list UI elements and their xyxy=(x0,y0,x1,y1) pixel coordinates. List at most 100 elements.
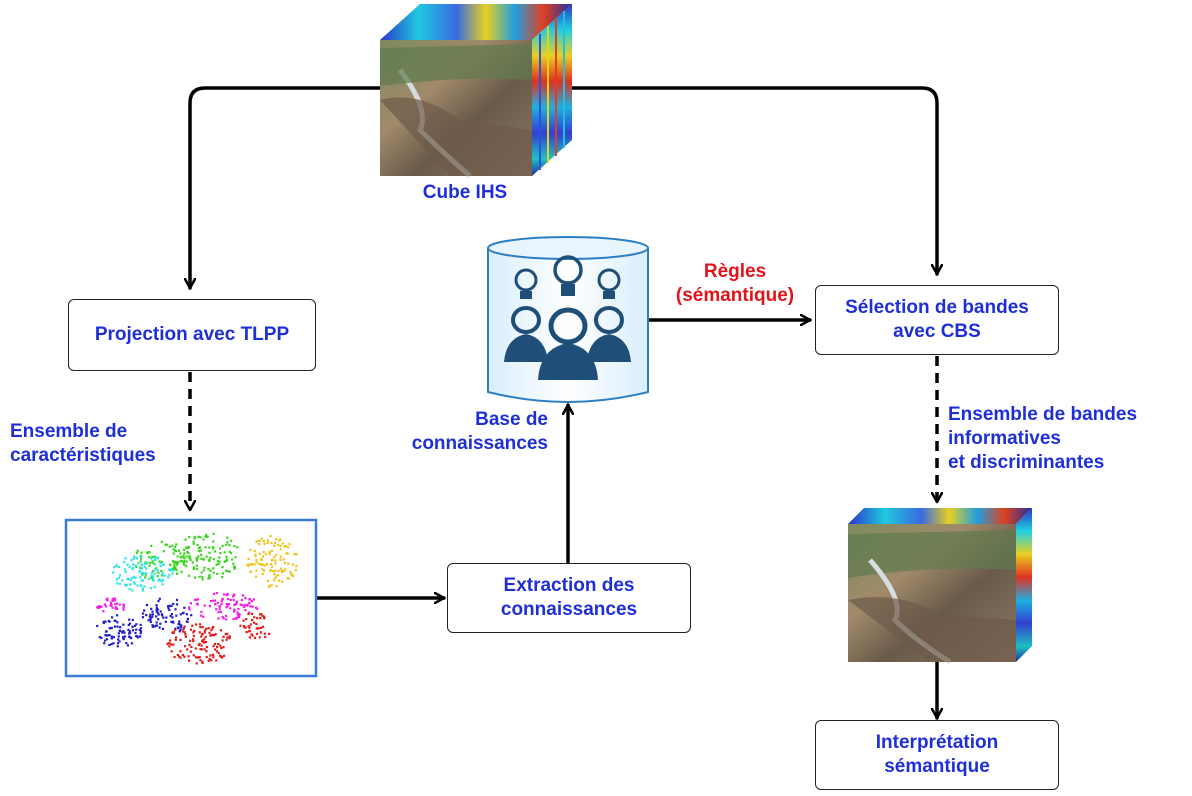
cluster-point xyxy=(133,624,136,627)
cluster-point xyxy=(178,630,181,633)
cluster-point xyxy=(170,650,173,653)
cluster-point xyxy=(228,544,231,547)
cluster-point xyxy=(233,565,236,568)
cluster-point xyxy=(131,576,134,579)
cluster-point xyxy=(196,656,199,659)
cluster-point xyxy=(243,626,246,629)
cluster-point xyxy=(247,625,250,628)
cluster-point xyxy=(251,605,254,608)
cluster-point xyxy=(222,646,225,649)
cluster-point xyxy=(117,565,121,569)
cluster-point xyxy=(249,605,252,608)
cluster-point xyxy=(159,565,162,568)
reduced-cube-side-face xyxy=(1016,508,1032,662)
cluster-point xyxy=(190,614,193,617)
cluster-point xyxy=(155,621,158,624)
cluster-point xyxy=(264,564,267,567)
cluster-point xyxy=(221,566,224,569)
cluster-point xyxy=(212,532,215,535)
cluster-point xyxy=(128,565,131,568)
cluster-point xyxy=(204,546,207,549)
cluster-point xyxy=(183,557,186,560)
cluster-point xyxy=(240,603,244,606)
cluster-point xyxy=(212,571,215,574)
cluster-point xyxy=(110,635,113,638)
cluster-point xyxy=(115,564,118,568)
cluster-point xyxy=(179,560,182,563)
cluster-point xyxy=(260,537,264,540)
cluster-point xyxy=(170,620,173,624)
cluster-point xyxy=(152,579,155,582)
cluster-point xyxy=(183,559,186,562)
cluster-point xyxy=(202,615,205,618)
cluster-point xyxy=(155,567,158,570)
cluster-point xyxy=(264,635,267,638)
cluster-point xyxy=(116,621,119,624)
cluster-point xyxy=(213,642,217,646)
cluster-point xyxy=(129,631,132,634)
cluster-point xyxy=(124,635,127,638)
cluster-point xyxy=(126,577,129,580)
cluster-point xyxy=(225,603,228,606)
cluster-point xyxy=(212,599,215,602)
cluster-point xyxy=(188,606,191,609)
cluster-point xyxy=(173,549,176,552)
cluster-point xyxy=(225,569,228,572)
cluster-point xyxy=(133,555,136,558)
cluster-point xyxy=(231,595,235,598)
cluster-point xyxy=(209,654,212,657)
cluster-point xyxy=(274,575,277,578)
cluster-point xyxy=(174,549,177,553)
cluster-point xyxy=(161,627,164,630)
cluster-point xyxy=(201,578,204,581)
cluster-point xyxy=(153,572,156,576)
cluster-point xyxy=(106,597,109,600)
cluster-point xyxy=(176,555,179,558)
cluster-point xyxy=(110,643,113,646)
cluster-point xyxy=(198,642,201,646)
cluster-point xyxy=(234,556,237,559)
cluster-point xyxy=(120,631,124,634)
cluster-point xyxy=(118,582,121,585)
cluster-point xyxy=(173,655,176,659)
cluster-point xyxy=(129,583,132,586)
cluster-point xyxy=(211,546,215,549)
cluster-point xyxy=(139,627,142,630)
cluster-point xyxy=(256,607,259,610)
cluster-point xyxy=(168,645,171,648)
cluster-point xyxy=(196,603,199,606)
cluster-point xyxy=(263,542,266,545)
cluster-point xyxy=(286,552,289,555)
cluster-point xyxy=(188,659,191,662)
cluster-point xyxy=(215,591,218,595)
cluster-point xyxy=(172,602,175,605)
cluster-point xyxy=(232,598,235,602)
cluster-point xyxy=(159,610,162,613)
cluster-point xyxy=(163,574,166,577)
cluster-point xyxy=(236,611,239,614)
cluster-point xyxy=(150,607,153,610)
cluster-point xyxy=(261,573,264,576)
cluster-point xyxy=(180,624,183,627)
people-lightbulb-icon xyxy=(504,255,631,380)
cluster-point xyxy=(171,572,174,575)
cluster-point xyxy=(161,580,164,583)
cluster-point xyxy=(221,639,224,642)
cluster-point xyxy=(167,605,170,608)
cluster-point xyxy=(205,555,208,558)
cluster-point xyxy=(190,645,193,648)
cube-side-stripes xyxy=(539,11,565,170)
cluster-point xyxy=(273,541,277,544)
cluster-point xyxy=(126,644,129,647)
cluster-point xyxy=(212,625,215,629)
cluster-point xyxy=(113,598,117,601)
cluster-point xyxy=(113,625,117,628)
cluster-point xyxy=(147,619,150,622)
cluster-point xyxy=(203,631,206,634)
cluster-point xyxy=(225,559,229,562)
cluster-point xyxy=(172,552,175,555)
cluster-point xyxy=(171,569,174,572)
cluster-point xyxy=(273,579,276,582)
cluster-point xyxy=(186,617,189,620)
cluster-point xyxy=(172,643,175,646)
